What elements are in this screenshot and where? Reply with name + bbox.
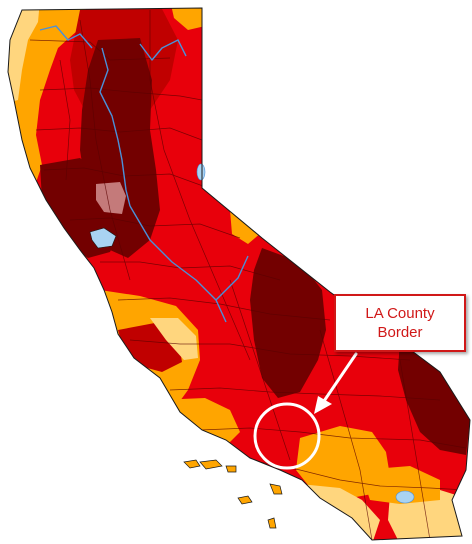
- county-borders: [29, 10, 467, 540]
- abnormally-dry-central-coast: [150, 318, 198, 360]
- exceptional-mojave: [398, 340, 470, 455]
- state-outline: [7, 7, 471, 541]
- abnormally-dry-southeast: [388, 490, 470, 540]
- highlight-patch: [96, 182, 126, 214]
- exceptional-southern-sierra: [250, 248, 326, 398]
- arrow-icon: [314, 352, 358, 414]
- lake-tahoe: [196, 163, 206, 181]
- callout-line-1: LA County: [365, 305, 435, 322]
- san-francisco-bay: [89, 227, 117, 249]
- callout-line-2: Border: [377, 324, 423, 341]
- rivers: [39, 25, 249, 323]
- moderate-east-patch: [336, 262, 360, 286]
- moderate-northeast: [170, 8, 205, 30]
- la-county-callout: LA County Border: [334, 294, 466, 352]
- salton-sea: [395, 490, 415, 504]
- channel-islands: [183, 459, 283, 529]
- moderate-south-border: [360, 466, 440, 504]
- circle-outline-icon: [253, 402, 321, 470]
